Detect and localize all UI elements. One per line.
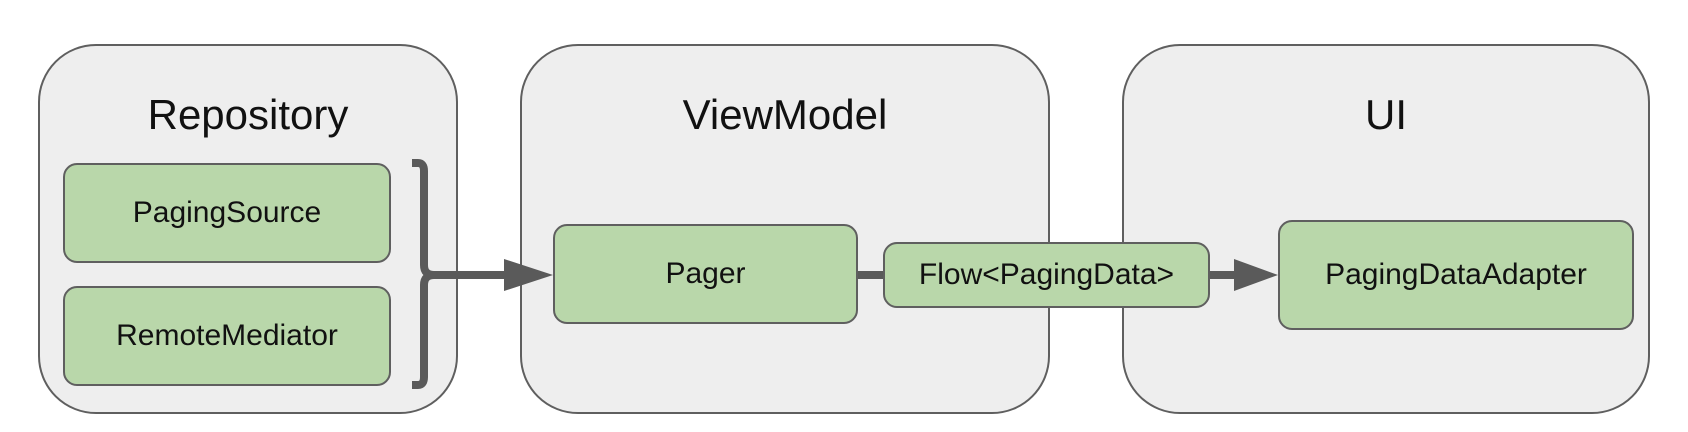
repository-group-title: Repository — [147, 91, 349, 138]
paging-source-label: PagingSource — [132, 196, 322, 229]
paging-data-adapter-node: PagingDataAdapter — [1278, 220, 1634, 330]
bracket-to-pager-arrowhead — [504, 259, 553, 291]
paging-data-adapter-label: PagingDataAdapter — [1325, 258, 1587, 291]
flow-paging-data-label: Flow<PagingData> — [918, 258, 1175, 291]
remote-mediator-label: RemoteMediator — [116, 319, 338, 352]
viewmodel-group-title: ViewModel — [682, 91, 888, 138]
pager-node: Pager — [553, 224, 858, 324]
paging-source-node: PagingSource — [63, 163, 391, 263]
repository-bracket — [412, 159, 438, 389]
flow-to-adapter-arrowhead — [1234, 259, 1278, 291]
remote-mediator-node: RemoteMediator — [63, 286, 391, 386]
flow-paging-data-node: Flow<PagingData> — [883, 242, 1210, 308]
pager-label: Pager — [665, 257, 746, 290]
ui-group-title: UI — [1365, 91, 1407, 138]
